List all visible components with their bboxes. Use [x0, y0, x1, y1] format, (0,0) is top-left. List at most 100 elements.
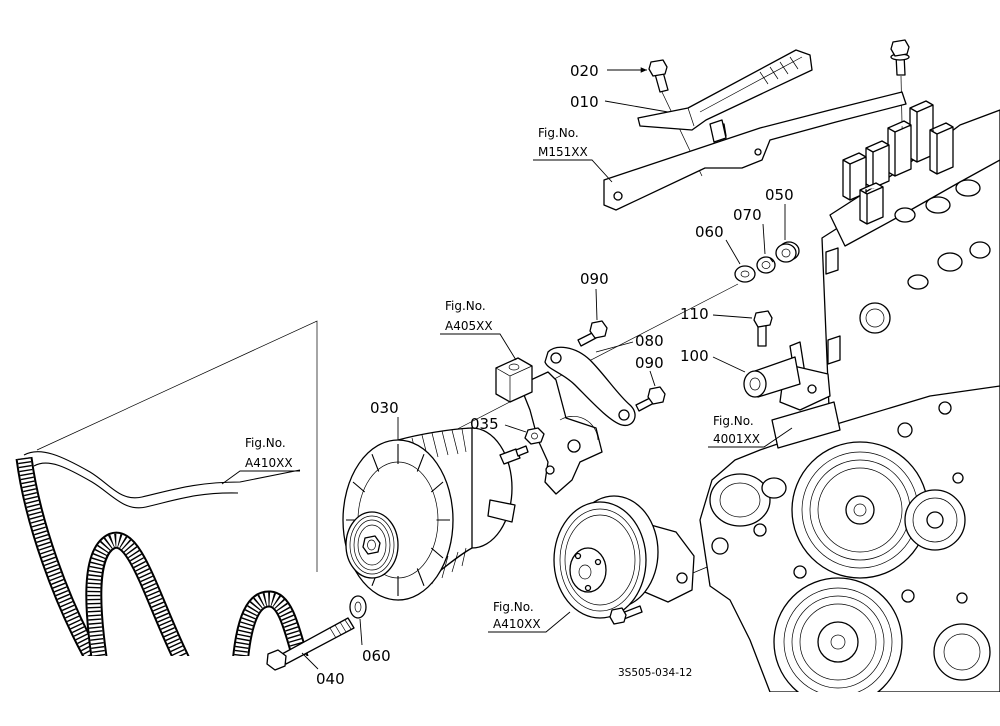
valve-tower — [929, 122, 954, 175]
engine-block — [699, 100, 1000, 692]
bolt-020 — [648, 59, 669, 93]
alternator-terminal-stud — [515, 445, 529, 457]
bolt-090-lower-head — [647, 386, 666, 405]
bolt-090-upper — [577, 320, 608, 347]
bolt-110-shank — [757, 324, 767, 347]
lower-pulley — [933, 623, 991, 681]
water-pump-a410xx — [553, 495, 695, 619]
callout-060-upper: 060 — [695, 223, 724, 241]
lower-pulley-ring — [943, 633, 981, 671]
bolt-040-threads — [329, 619, 352, 639]
washer-060-lower-face — [349, 595, 367, 619]
bracket-010-edge — [687, 56, 803, 127]
cover-bolt — [956, 592, 968, 604]
nut-035 — [524, 427, 545, 445]
alternator-pulley-groove — [353, 519, 391, 571]
block-boss — [827, 335, 841, 365]
alternator-bracket-a405xx — [495, 357, 603, 495]
fig-ref-4001xx-code: 4001XX — [713, 432, 760, 446]
bracket-plate — [519, 371, 603, 495]
belt-phantom-line — [36, 320, 318, 572]
bracket-block-edge — [495, 365, 533, 402]
washer-060-lower — [349, 595, 367, 619]
lock-washer-070-gap — [769, 257, 774, 263]
leader-060-lower — [359, 618, 363, 646]
timing-gear-center — [853, 503, 867, 517]
leader-a410xx-center — [488, 611, 571, 633]
callout-010: 010 — [570, 93, 599, 111]
water-pump-hub-hole — [574, 552, 582, 560]
leader-lines — [221, 67, 793, 670]
lock-washer-070-hole — [761, 261, 771, 269]
leader-040 — [301, 652, 319, 670]
bolt-020-head — [648, 59, 668, 77]
callout-labels: 020 010 050 070 060 090 110 080 090 100 … — [316, 62, 794, 688]
bolt-090-lower — [635, 386, 666, 412]
mounting-bar-hole — [754, 148, 762, 156]
water-pump-hub-hole — [584, 584, 592, 592]
serpentine-belt-edge — [33, 462, 239, 509]
spacer-100-plate-hole — [807, 384, 817, 394]
callout-050: 050 — [765, 186, 794, 204]
fig-ref-4001xx-prefix: Fig.No. — [713, 414, 754, 428]
callout-030: 030 — [370, 399, 399, 417]
spacer-100-end — [743, 370, 767, 398]
serpentine-belt-edge — [23, 451, 301, 499]
alternator-pulley-shaft — [367, 539, 376, 551]
oil-filter-housing-inner — [719, 482, 761, 518]
leader-010 — [604, 100, 669, 113]
washer-050-hole — [781, 248, 791, 258]
water-pump-pulley-groove — [564, 514, 636, 606]
block-hole — [859, 302, 891, 334]
fig-ref-a405xx-code: A405XX — [445, 319, 493, 333]
cover-bolt — [952, 472, 964, 484]
bolt-top-right — [890, 39, 910, 76]
adjusting-arm-080 — [544, 346, 636, 427]
ribbed-belt-loop-fill — [87, 533, 188, 656]
callout-100: 100 — [680, 347, 709, 365]
washer-060-upper-hole — [740, 270, 750, 278]
callout-080: 080 — [635, 332, 664, 350]
callout-070: 070 — [733, 206, 762, 224]
head-port — [955, 179, 981, 197]
fig-ref-a410xx-center-code: A410XX — [493, 617, 541, 631]
valve-tower — [859, 182, 884, 225]
bracket-block — [495, 357, 533, 403]
leader-110 — [712, 314, 753, 319]
valve-tower — [865, 140, 890, 189]
washer-060-lower-hole — [354, 601, 362, 613]
ribbed-belt-small-fill — [234, 592, 307, 656]
bracket-010-plate — [637, 49, 813, 131]
mounting-bar-hole — [613, 191, 623, 201]
leader-m151xx — [533, 159, 613, 183]
head-port — [907, 274, 929, 290]
alternator-pulley-groove — [357, 524, 387, 566]
washer-050-face — [775, 243, 797, 263]
callout-020: 020 — [570, 62, 599, 80]
crank-pulley-groove — [791, 595, 885, 689]
spacer-100 — [743, 341, 831, 411]
oil-filter-housing — [709, 473, 771, 527]
drawing-code: 3S505-034-12 — [618, 667, 692, 679]
leader-060-upper — [725, 239, 741, 265]
block-hole-inner — [865, 308, 885, 328]
fig-ref-m151xx-prefix: Fig.No. — [538, 126, 579, 140]
alternator-connector — [487, 499, 516, 523]
crank-pulley-groove — [799, 603, 877, 681]
alternator-terminal — [499, 448, 521, 465]
fig-ref-a410xx-left-code: A410XX — [245, 456, 293, 470]
timing-gear-hub — [845, 495, 875, 525]
water-pump-hub-center — [578, 564, 592, 580]
washer-060-upper — [734, 265, 756, 283]
leader-090-lower — [649, 370, 656, 387]
bolt-110-head — [753, 310, 773, 328]
callout-090-upper: 090 — [580, 270, 609, 288]
adjusting-arm-hole — [550, 352, 562, 364]
callout-060-lower: 060 — [362, 647, 391, 665]
bracket-010 — [637, 49, 813, 143]
alternator-030 — [342, 427, 529, 601]
fig-ref-a410xx-center-prefix: Fig.No. — [493, 600, 534, 614]
ribbed-belt-loop-ribs — [87, 533, 188, 656]
drive-belts — [15, 451, 309, 656]
